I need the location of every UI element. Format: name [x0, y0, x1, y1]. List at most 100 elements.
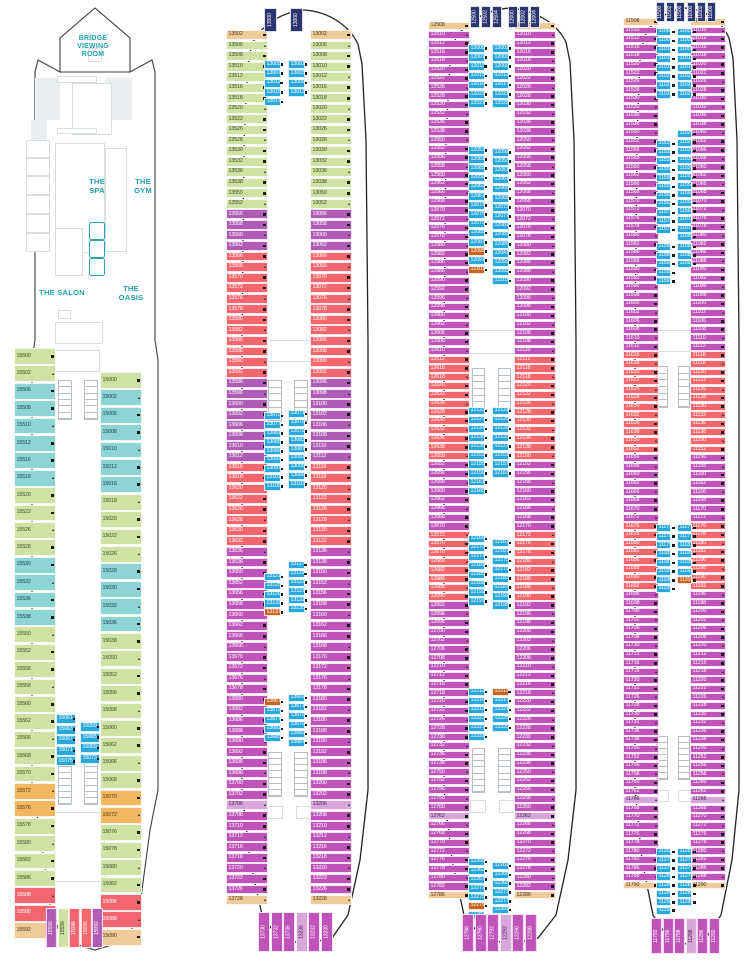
cabin-12211[interactable]: 12211: [492, 688, 511, 697]
cabin-11710[interactable]: 11710: [623, 642, 659, 651]
cabin-11538[interactable]: 11538: [623, 120, 659, 129]
cabin-12116[interactable]: 12116: [514, 364, 556, 373]
cabin-12129[interactable]: 12129: [492, 424, 512, 434]
cabin-13132[interactable]: 13132: [310, 536, 352, 547]
cabin-12618[interactable]: 12618: [428, 373, 470, 382]
cabin-12772[interactable]: 12772: [428, 847, 470, 856]
cabin-12159[interactable]: 12159: [468, 469, 488, 478]
cabin-12133[interactable]: 12133: [492, 433, 512, 442]
cabin-12738[interactable]: 12738: [428, 759, 470, 768]
d12-stairs-aft-port[interactable]: [472, 748, 485, 793]
cabin-13236[interactable]: 13236: [295, 912, 308, 952]
cabin-12292[interactable]: 12292: [499, 914, 512, 952]
cabin-15532[interactable]: 15532: [14, 574, 56, 591]
cabin-13056[interactable]: 13056: [310, 209, 352, 220]
cabin-13586[interactable]: 13586: [226, 335, 268, 346]
cabin-12268[interactable]: 12268: [514, 829, 556, 838]
cabin-13678[interactable]: 13678: [226, 684, 268, 695]
cabin-15020[interactable]: 15020: [100, 511, 142, 528]
cabin-12000[interactable]: 12000: [508, 6, 518, 28]
cabin-13129[interactable]: 13129: [264, 590, 284, 599]
cabin-11768[interactable]: 11768: [623, 804, 659, 813]
cabin-11278[interactable]: 11278: [690, 838, 726, 847]
cabin-12502[interactable]: 12502: [481, 6, 491, 28]
cabin-11636[interactable]: 11636: [623, 419, 659, 428]
cabin-11730[interactable]: 11730: [623, 710, 659, 719]
cabin-15522[interactable]: 15522: [14, 504, 56, 522]
cabin-15075[interactable]: 15075: [56, 756, 76, 767]
cabin-11776[interactable]: 11776: [623, 830, 659, 839]
cabin-12226[interactable]: 12226: [514, 715, 556, 724]
cabin-13127[interactable]: 13127: [288, 587, 308, 596]
cabin-11216[interactable]: 11216: [690, 659, 726, 668]
cabin-11672[interactable]: 11672: [623, 513, 659, 522]
cabin-12652[interactable]: 12652: [428, 461, 470, 470]
cabin-11706[interactable]: 11706: [623, 625, 659, 633]
cabin-12195[interactable]: 12195: [492, 601, 512, 610]
cabin-12608[interactable]: 12608: [428, 338, 470, 347]
cabin-11262[interactable]: 11262: [690, 787, 726, 796]
cabin-15008[interactable]: 15008: [100, 424, 142, 441]
cabin-12062[interactable]: 12062: [514, 180, 556, 189]
cabin-11027[interactable]: 11027: [656, 81, 675, 90]
cabin-12586[interactable]: 12586: [428, 259, 470, 268]
cabin-12275[interactable]: 12275: [468, 893, 488, 902]
cabin-13097[interactable]: 13097: [264, 464, 284, 473]
cabin-13708[interactable]: 13708: [226, 810, 268, 821]
cabin-11000[interactable]: 11000: [687, 2, 696, 22]
cabin-13228[interactable]: 13228: [310, 895, 352, 906]
cabin-13218[interactable]: 13218: [310, 852, 352, 863]
cabin-11222[interactable]: 11222: [690, 684, 726, 693]
cabin-11579[interactable]: 11579: [656, 226, 675, 234]
cabin-13668[interactable]: 13668: [226, 641, 268, 652]
cabin-11226[interactable]: 11226: [690, 693, 726, 702]
cabin-12069[interactable]: 12069: [492, 194, 512, 203]
cabin-15062[interactable]: 15062: [100, 737, 142, 755]
cabin-13098[interactable]: 13098: [310, 388, 352, 399]
cabin-12660[interactable]: 12660: [428, 487, 470, 496]
cabin-13588[interactable]: 13588: [226, 346, 268, 357]
cabin-11013[interactable]: 11013: [677, 54, 696, 63]
cabin-13610[interactable]: 13610: [226, 441, 268, 452]
cabin-13590[interactable]: 13590: [226, 357, 268, 367]
cabin-11702[interactable]: 11702: [623, 616, 659, 625]
cabin-12698[interactable]: 12698: [428, 619, 470, 628]
cabin-11230[interactable]: 11230: [690, 710, 726, 719]
cabin-12522[interactable]: 12522: [428, 74, 470, 83]
cabin-12023[interactable]: 12023: [468, 90, 488, 99]
cabin-13510[interactable]: 13510: [226, 61, 268, 72]
cabin-11193[interactable]: 11193: [677, 567, 696, 576]
cabin-11192[interactable]: 11192: [690, 582, 726, 591]
cabin-13022[interactable]: 13022: [310, 114, 352, 125]
cabin-15038[interactable]: 15038: [100, 633, 142, 650]
cabin-12041[interactable]: 12041: [492, 249, 512, 258]
cabin-11269[interactable]: 11269: [656, 848, 675, 856]
cabin-11531[interactable]: 11531: [677, 147, 696, 156]
cabin-15536[interactable]: 15536: [14, 591, 56, 609]
cabin-11118[interactable]: 11118: [690, 360, 726, 368]
cabin-11552[interactable]: 11552: [623, 137, 659, 146]
cabin-13011[interactable]: 13011: [264, 78, 283, 88]
cabin-11175[interactable]: 11175: [656, 532, 675, 541]
cabin-15098[interactable]: 15098: [69, 908, 80, 948]
cabin-11586[interactable]: 11586: [623, 248, 659, 257]
cabin-13210[interactable]: 13210: [310, 821, 352, 832]
cabin-13079[interactable]: 13079: [288, 427, 308, 436]
cabin-12200[interactable]: 12200: [514, 627, 556, 636]
cabin-11652[interactable]: 11652: [623, 445, 659, 454]
cabin-13108[interactable]: 13108: [310, 430, 352, 441]
cabin-11590[interactable]: 11590: [623, 265, 659, 274]
cabin-13232[interactable]: 13232: [308, 912, 321, 952]
cabin-12568[interactable]: 12568: [428, 197, 470, 206]
cabin-12720[interactable]: 12720: [428, 698, 470, 707]
cabin-15063[interactable]: 15063: [56, 724, 76, 735]
cabin-11183[interactable]: 11183: [656, 550, 675, 559]
cabin-12038[interactable]: 12038: [514, 127, 556, 136]
stairs-forward-port[interactable]: [58, 380, 72, 420]
cabin-12180[interactable]: 12180: [514, 557, 556, 566]
cabin-13106[interactable]: 13106: [310, 420, 352, 431]
cabin-11598[interactable]: 11598: [623, 291, 659, 300]
cabin-11529[interactable]: 11529: [656, 140, 675, 148]
cabin-11271[interactable]: 11271: [677, 856, 696, 865]
cabin-11208[interactable]: 11208: [690, 633, 726, 642]
